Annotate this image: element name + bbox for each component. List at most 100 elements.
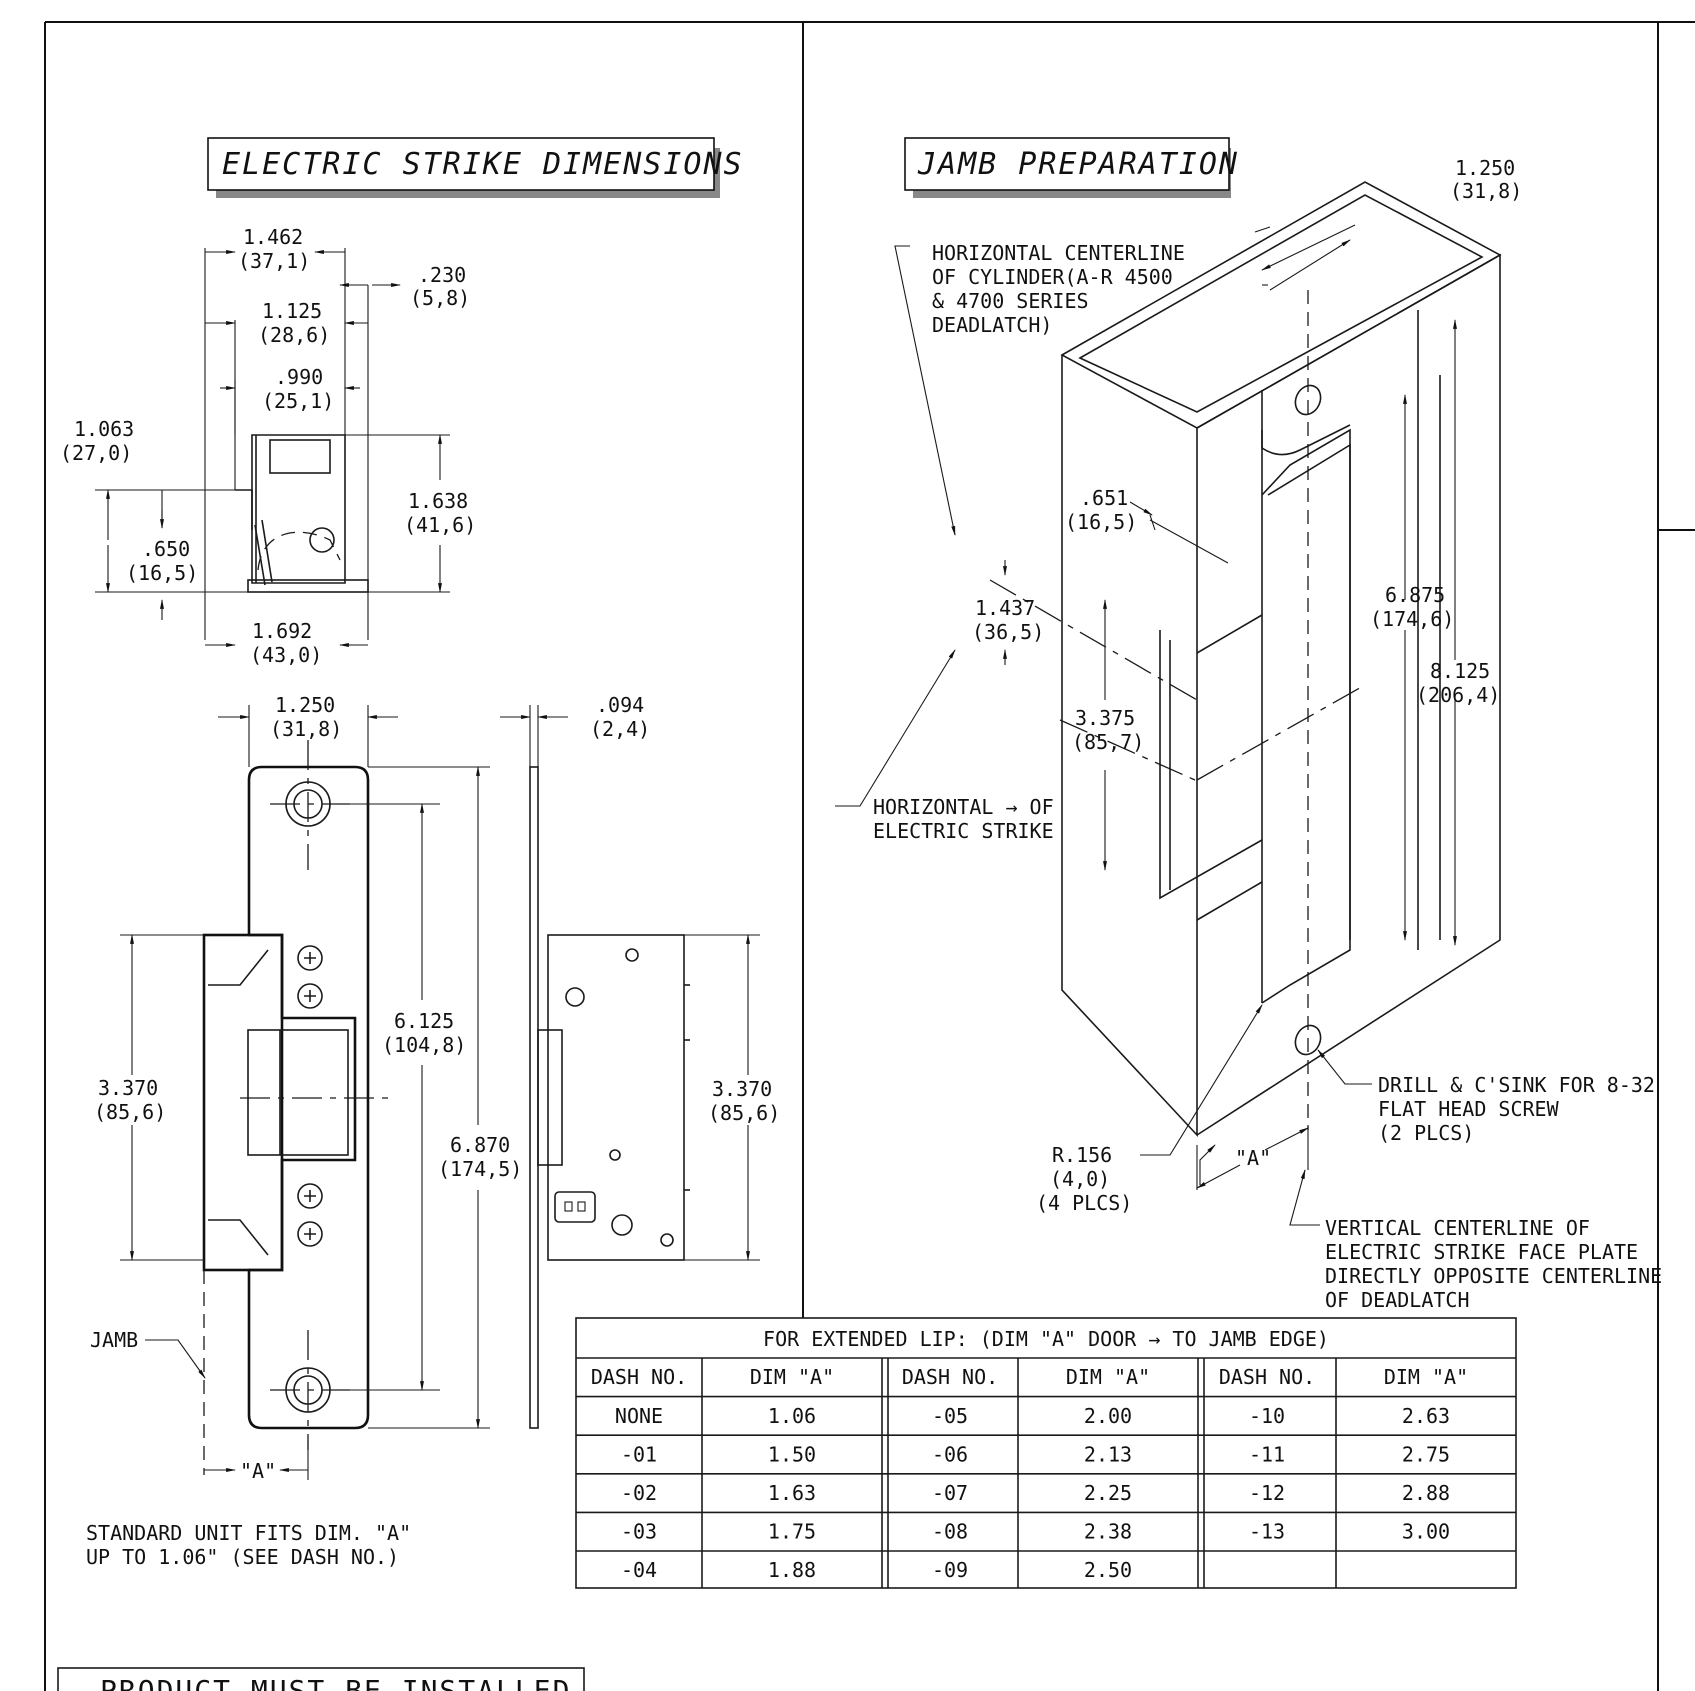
standard-unit-note-1: STANDARD UNIT FITS DIM. "A" <box>86 1521 411 1545</box>
table-cell: 2.50 <box>1084 1558 1132 1582</box>
cylinder-note-4: DEADLATCH) <box>932 313 1052 337</box>
table-cell: -01 <box>621 1442 657 1466</box>
table-cell: 2.75 <box>1402 1442 1450 1466</box>
table-cell: -10 <box>1249 1404 1285 1428</box>
table-cell: -13 <box>1249 1520 1285 1544</box>
table-cell: -02 <box>621 1481 657 1505</box>
cylinder-note-3: & 4700 SERIES <box>932 289 1089 313</box>
table-header-cell: DIM "A" <box>1384 1365 1468 1389</box>
dim-1437-mm: (36,5) <box>972 620 1044 644</box>
table-cell: 1.75 <box>768 1520 816 1544</box>
dim-6875-in: 6.875 <box>1385 583 1445 607</box>
table-cell: 2.63 <box>1402 1404 1450 1428</box>
cylinder-note-1: HORIZONTAL CENTERLINE <box>932 241 1185 265</box>
table-title: FOR EXTENDED LIP: (DIM "A" DOOR → TO JAM… <box>763 1327 1329 1351</box>
dim-1063-in: 1.063 <box>74 417 134 441</box>
strike-side-section <box>95 248 450 647</box>
table-cell: 2.13 <box>1084 1442 1132 1466</box>
table-cell: -03 <box>621 1520 657 1544</box>
dim-094-mm: (2,4) <box>590 717 650 741</box>
dim-1692-in: 1.692 <box>252 619 312 643</box>
table-cell: -09 <box>932 1558 968 1582</box>
strike-side-view <box>500 705 760 1429</box>
dim-6875-mm: (174,6) <box>1370 607 1454 631</box>
vertical-centerline-note-4: OF DEADLATCH <box>1325 1288 1470 1312</box>
dim-1250-right-mm: (31,8) <box>1450 179 1522 203</box>
jamb-isometric-view <box>835 181 1502 1226</box>
table-cell: 1.88 <box>768 1558 816 1582</box>
dim-1250-in: 1.250 <box>275 693 335 717</box>
right-title: JAMB PREPARATION <box>917 147 1239 182</box>
vertical-centerline-note-1: VERTICAL CENTERLINE OF <box>1325 1216 1590 1240</box>
right-title-box: JAMB PREPARATION <box>904 137 1239 198</box>
standard-unit-note-2: UP TO 1.06" (SEE DASH NO.) <box>86 1545 399 1569</box>
horizontal-strike-note-1: HORIZONTAL → OF <box>873 795 1054 819</box>
front-view-dimension-labels: 1.250 (31,8) .094 (2,4) 6.125 (104,8) 3.… <box>86 693 780 1569</box>
dim-1462-in: 1.462 <box>243 225 303 249</box>
dim-1692-mm: (43,0) <box>250 643 322 667</box>
table-header-cell: DASH NO. <box>1219 1365 1315 1389</box>
dim-230-in: .230 <box>418 263 466 287</box>
table-cell: 2.88 <box>1402 1481 1450 1505</box>
dim-6870-mm: (174,5) <box>438 1157 522 1181</box>
radius-note-1: R.156 <box>1052 1143 1112 1167</box>
dim-3370-right-mm: (85,6) <box>708 1101 780 1125</box>
cylinder-note-2: OF CYLINDER(A-R 4500 <box>932 265 1173 289</box>
table-cell: -05 <box>932 1404 968 1428</box>
jamb-preparation-labels: 1.250 (31,8) HORIZONTAL CENTERLINE OF CY… <box>873 156 1662 1312</box>
dim-3370-left-mm: (85,6) <box>94 1100 166 1124</box>
dim-6125-mm: (104,8) <box>382 1033 466 1057</box>
sheet-frame <box>44 21 1695 1691</box>
screw-icon-1 <box>297 945 323 971</box>
install-notice-box: PRODUCT MUST BE INSTALLED <box>57 1667 585 1691</box>
dim-1638-mm: (41,6) <box>404 513 476 537</box>
dim-990-mm: (25,1) <box>262 389 334 413</box>
side-section-dimension-labels: 1.462 (37,1) .230 (5,8) 1.125 (28,6) .99… <box>60 225 476 667</box>
screw-icon-3 <box>297 1183 323 1209</box>
table-cell: 1.50 <box>768 1442 816 1466</box>
radius-note-3: (4 PLCS) <box>1036 1191 1132 1215</box>
dim-1063-mm: (27,0) <box>60 441 132 465</box>
dim-094-in: .094 <box>596 693 644 717</box>
dash-number-table: DASH NO.DIM "A"DASH NO.DIM "A"DASH NO.DI… <box>575 1317 1517 1589</box>
table-cell: 2.25 <box>1084 1481 1132 1505</box>
table-cell: NONE <box>615 1404 663 1428</box>
dim-6870-in: 6.870 <box>450 1133 510 1157</box>
dim-3370-left-in: 3.370 <box>98 1076 158 1100</box>
dim-8125-mm: (206,4) <box>1416 683 1500 707</box>
jamb-label: JAMB <box>90 1328 138 1352</box>
table-cell: -08 <box>932 1520 968 1544</box>
drill-note-3: (2 PLCS) <box>1378 1121 1474 1145</box>
table-header-cell: DIM "A" <box>750 1365 834 1389</box>
table-cell: 3.00 <box>1402 1520 1450 1544</box>
table-cell: 2.38 <box>1084 1520 1132 1544</box>
radius-note-2: (4,0) <box>1050 1167 1110 1191</box>
table-cell: -07 <box>932 1481 968 1505</box>
horizontal-strike-note-2: ELECTRIC STRIKE <box>873 819 1054 843</box>
drill-note-1: DRILL & C'SINK FOR 8-32 <box>1378 1073 1655 1097</box>
table-cell: 1.63 <box>768 1481 816 1505</box>
dim-1250-right-in: 1.250 <box>1455 156 1515 180</box>
dim-a-label-right: "A" <box>1235 1146 1271 1170</box>
dim-3375-mm: (85,7) <box>1072 730 1144 754</box>
dim-650-in: .650 <box>142 537 190 561</box>
dim-1437-in: 1.437 <box>975 596 1035 620</box>
table-cell: -12 <box>1249 1481 1285 1505</box>
dim-3375-in: 3.375 <box>1075 706 1135 730</box>
dim-1125-mm: (28,6) <box>258 323 330 347</box>
dim-1462-mm: (37,1) <box>238 249 310 273</box>
table-cell: 2.00 <box>1084 1404 1132 1428</box>
vertical-centerline-note-2: ELECTRIC STRIKE FACE PLATE <box>1325 1240 1638 1264</box>
left-title-box: ELECTRIC STRIKE DIMENSIONS <box>207 137 742 198</box>
dim-1125-in: 1.125 <box>262 299 322 323</box>
dim-651-mm: (16,5) <box>1065 510 1137 534</box>
dim-a-label-left: "A" <box>240 1459 276 1483</box>
drill-note-2: FLAT HEAD SCREW <box>1378 1097 1560 1121</box>
table-header-cell: DASH NO. <box>902 1365 998 1389</box>
table-cell: -06 <box>932 1442 968 1466</box>
dim-1638-in: 1.638 <box>408 489 468 513</box>
dim-1250-mm: (31,8) <box>270 717 342 741</box>
dim-3370-right-in: 3.370 <box>712 1077 772 1101</box>
table-cell: 1.06 <box>768 1404 816 1428</box>
